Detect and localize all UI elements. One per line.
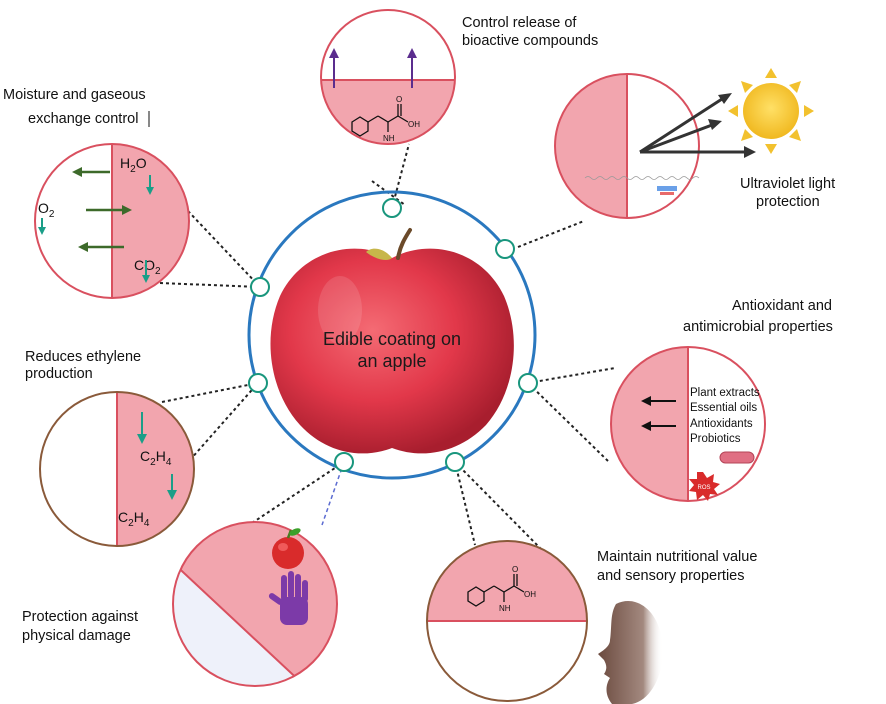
- antioxidant-panel: Plant extracts Essential oils Antioxidan…: [610, 346, 766, 502]
- ethylene-formula-2: C2H4: [118, 509, 150, 529]
- ethylene-panel: C2H4 C2H4: [39, 391, 195, 547]
- connector-nutritional-left: [454, 461, 476, 546]
- molecule-nutritional: [467, 574, 525, 607]
- antioxidant-item-0: Plant extracts: [690, 387, 760, 399]
- molecule-nut-oh: OH: [524, 590, 536, 599]
- uv-spectrum-wave: [584, 176, 700, 180]
- molecule-top: [351, 104, 409, 137]
- connector-uv: [517, 220, 585, 248]
- sun-icon: [728, 68, 814, 154]
- physical-panel: [172, 521, 338, 687]
- arrow-out-upper: [72, 167, 82, 177]
- center-apple-group: Edible coating on an apple: [247, 190, 537, 480]
- uv-ray-1: [639, 97, 723, 154]
- connector-antioxidant-upper: [527, 367, 616, 384]
- ring-node-top: [382, 198, 402, 218]
- co2-label: CO2: [134, 257, 161, 277]
- ethylene-arrow-2: [167, 490, 177, 500]
- label-moisture-2: exchange control: [28, 111, 138, 127]
- ring-node-antioxidant: [518, 373, 538, 393]
- center-title-line1: Edible coating on: [323, 329, 461, 349]
- coating-ring: [247, 190, 537, 480]
- control-release-circle: [320, 9, 456, 145]
- label-physical-1: Protection against: [22, 609, 138, 625]
- label-control-release-1: Control release of: [462, 15, 577, 31]
- antioxidant-circle: [610, 346, 766, 502]
- face-silhouette-icon: [598, 601, 663, 704]
- label-nutritional-1: Maintain nutritional value: [597, 549, 757, 565]
- antioxidant-item-3: Probiotics: [690, 433, 741, 445]
- ring-node-moisture: [250, 277, 270, 297]
- ring-node-physical: [334, 452, 354, 472]
- connector-ethylene-upper: [161, 382, 259, 403]
- ring-node-nutritional: [445, 452, 465, 472]
- moisture-circle: [34, 143, 190, 299]
- apple-stem: [396, 228, 412, 260]
- antioxidant-arrow-2: [641, 421, 651, 431]
- uv-spectrum-bar: [657, 186, 677, 191]
- apple-stem-cavity: [366, 248, 392, 260]
- connector-antioxidant-lower: [527, 382, 609, 462]
- small-apple-icon: [272, 537, 304, 569]
- connectors: [159, 143, 616, 554]
- antioxidant-arrow-1: [641, 396, 651, 406]
- connector-physical-blue: [321, 461, 345, 526]
- uv-panel: [554, 73, 756, 219]
- connector-moisture-upper: [187, 210, 261, 288]
- antioxidant-item-1: Essential oils: [690, 402, 757, 414]
- antioxidant-item-2: Antioxidants: [690, 418, 753, 430]
- label-moisture-1: Moisture and gaseous: [3, 87, 146, 103]
- label-uv-2: protection: [756, 194, 820, 210]
- label-ethylene-1: Reduces ethylene: [25, 349, 141, 365]
- apple-body: [270, 248, 514, 454]
- release-arrow-left-head: [329, 48, 339, 58]
- bacteria-icon: [719, 451, 755, 464]
- ethylene-formula-1: C2H4: [140, 448, 172, 468]
- connector-ethylene-lower: [189, 382, 259, 461]
- apple-highlight: [318, 276, 362, 344]
- control-release-panel: OH O NH: [320, 9, 456, 145]
- label-antioxidant-2: antimicrobial properties: [683, 319, 833, 335]
- connector-nutritional-right: [454, 461, 546, 554]
- release-arrow-right-head: [407, 48, 417, 58]
- physical-circle: [172, 521, 338, 687]
- label-nutritional-2: and sensory properties: [597, 568, 745, 584]
- nutritional-circle: [426, 540, 588, 702]
- label-ethylene-2: production: [25, 366, 93, 382]
- moisture-panel: H2O O2 CO2: [34, 143, 190, 299]
- ring-node-ethylene: [248, 373, 268, 393]
- label-antioxidant-1: Antioxidant and: [732, 298, 832, 314]
- ros-burst-icon: [689, 472, 720, 501]
- h2o-label: H2O: [120, 155, 147, 175]
- uv-ray-2: [639, 123, 713, 154]
- ring-nodes: [248, 198, 538, 472]
- o2-label: O2: [38, 200, 55, 220]
- center-title-line2: an apple: [357, 351, 426, 371]
- connector-physical: [251, 461, 345, 524]
- molecule-top-oh: OH: [408, 120, 420, 129]
- connector-moisture-lower: [159, 282, 261, 288]
- molecule-top-nh: NH: [383, 134, 395, 143]
- label-physical-2: physical damage: [22, 628, 131, 644]
- molecule-nut-nh: NH: [499, 604, 511, 613]
- uv-circle: [554, 73, 700, 219]
- molecule-top-o: O: [396, 95, 402, 104]
- ros-badge-text: ROS: [697, 485, 710, 491]
- label-control-release-2: bioactive compounds: [462, 33, 598, 49]
- ring-node-uv: [495, 239, 515, 259]
- ethylene-arrow-1: [137, 434, 147, 444]
- arrow-in: [122, 205, 132, 215]
- label-uv-1: Ultraviolet light: [740, 176, 835, 192]
- connector-top: [391, 143, 410, 209]
- nutritional-panel: OH O NH: [426, 540, 588, 702]
- arrow-out-lower: [78, 242, 88, 252]
- hand-icon: [268, 571, 308, 625]
- ethylene-circle: [39, 391, 195, 547]
- molecule-nut-o: O: [512, 565, 518, 574]
